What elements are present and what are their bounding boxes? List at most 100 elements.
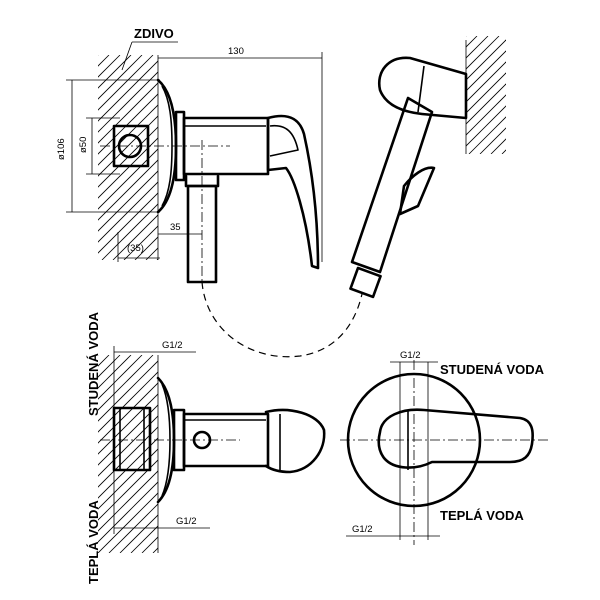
hatch-line [101,203,158,260]
hatch-line [98,404,158,466]
cartridge-circle [117,133,143,159]
hose-dashed [201,281,363,358]
shower-holder [377,56,468,120]
wall-hatch-right [466,36,600,154]
plan-view: STUDENÁ VODA TEPLÁ VODA G1/2 G1/2 [86,311,505,584]
hatch-line [98,492,158,553]
hatch-line [466,36,478,48]
dim-35-text: 35 [170,222,181,233]
hatch-line [546,36,600,154]
hatch-line [98,181,158,243]
hatch-line [98,371,158,433]
hatch-line [98,437,158,499]
hatch-line [296,355,494,553]
hatch-line [300,55,505,260]
front-lever [377,408,534,469]
hatch-line [98,355,154,411]
hatch-line [307,355,505,553]
hatch-line [98,355,143,400]
hatch-line [212,55,417,260]
wall-hatch-top [98,55,560,260]
plan-outlet-circle [192,430,212,450]
hatch-line [466,72,506,114]
hatch-line [98,481,158,543]
hatch-line [466,94,506,136]
side-view: ZDIVO 130 ø106 ø50 (35) 35 [56,26,560,284]
hatch-line [557,36,600,154]
hatch-line [466,36,500,70]
hatch-line [490,138,506,154]
hatch-line [466,36,467,37]
dim-g12-top-text: G1/2 [162,340,183,351]
hatch-line [568,36,600,154]
hatch-line [98,170,158,232]
dim-g12-bottom-text: G1/2 [176,516,197,527]
hatch-line [98,55,154,111]
hatch-line [98,355,132,389]
hatch-line [322,55,527,260]
shower-nozzle [349,266,382,299]
hatch-line [223,55,428,260]
hatch-line [466,39,506,81]
hatch-line [98,71,158,133]
hatch-line [141,536,158,553]
hatch-line [98,426,158,488]
hatch-line [234,55,439,260]
hatch-line [98,82,158,144]
dim-106-text: ø106 [56,138,67,160]
hatch-line [289,55,494,260]
hatch-line [501,149,506,154]
hatch-line [98,355,99,356]
hatch-line [98,55,99,56]
dim-front-g12-bottom-text: G1/2 [352,524,373,535]
cartridge-box [112,124,150,168]
hatch-line [466,50,506,92]
hatch-line [98,137,158,199]
lever-handle [266,114,320,270]
shower-trigger [398,166,436,216]
hatch-line [241,355,439,553]
wall-label: ZDIVO [134,26,174,41]
hatch-line [267,55,472,260]
hatch-line [355,55,560,260]
hatch-line [256,55,461,260]
hatch-line [466,83,506,125]
hatch-line [98,448,158,510]
flange-inner [161,85,173,207]
hatch-line [513,36,600,154]
lever-detail [269,124,299,157]
dim-130-text: 130 [228,46,244,57]
hatch-line [252,355,450,553]
hatch-line [98,382,158,444]
hatch-line [468,116,506,154]
hatch-line [98,104,158,166]
shower-handle [350,96,434,274]
plan-lever [264,408,326,474]
cold-water-label-front: STUDENÁ VODA [440,362,545,377]
hatch-line [466,105,506,147]
hatch-line [201,55,406,260]
hatch-line [98,60,158,122]
hatch-line [98,159,158,221]
hatch-line [344,55,549,260]
hatch-line [119,514,158,553]
dim-front-g12-top-text: G1/2 [400,350,421,361]
hatch-line [274,355,472,553]
front-rosette [346,372,482,508]
plan-flange-inner [161,383,171,497]
hatch-line [130,525,158,553]
hot-water-label-front: TEPLÁ VODA [440,508,524,523]
hatch-line [98,470,158,532]
hatch-line [524,36,600,154]
dim-35paren-text: (35) [127,243,144,254]
hatch-line [479,127,506,154]
hatch-line [108,503,158,553]
hatch-line [98,115,158,177]
hatch-line [230,355,428,553]
hatch-line [112,214,158,260]
hatch-line [98,55,143,100]
hatch-line [98,55,110,67]
mixer-body [182,116,270,176]
hatch-line [535,36,600,154]
